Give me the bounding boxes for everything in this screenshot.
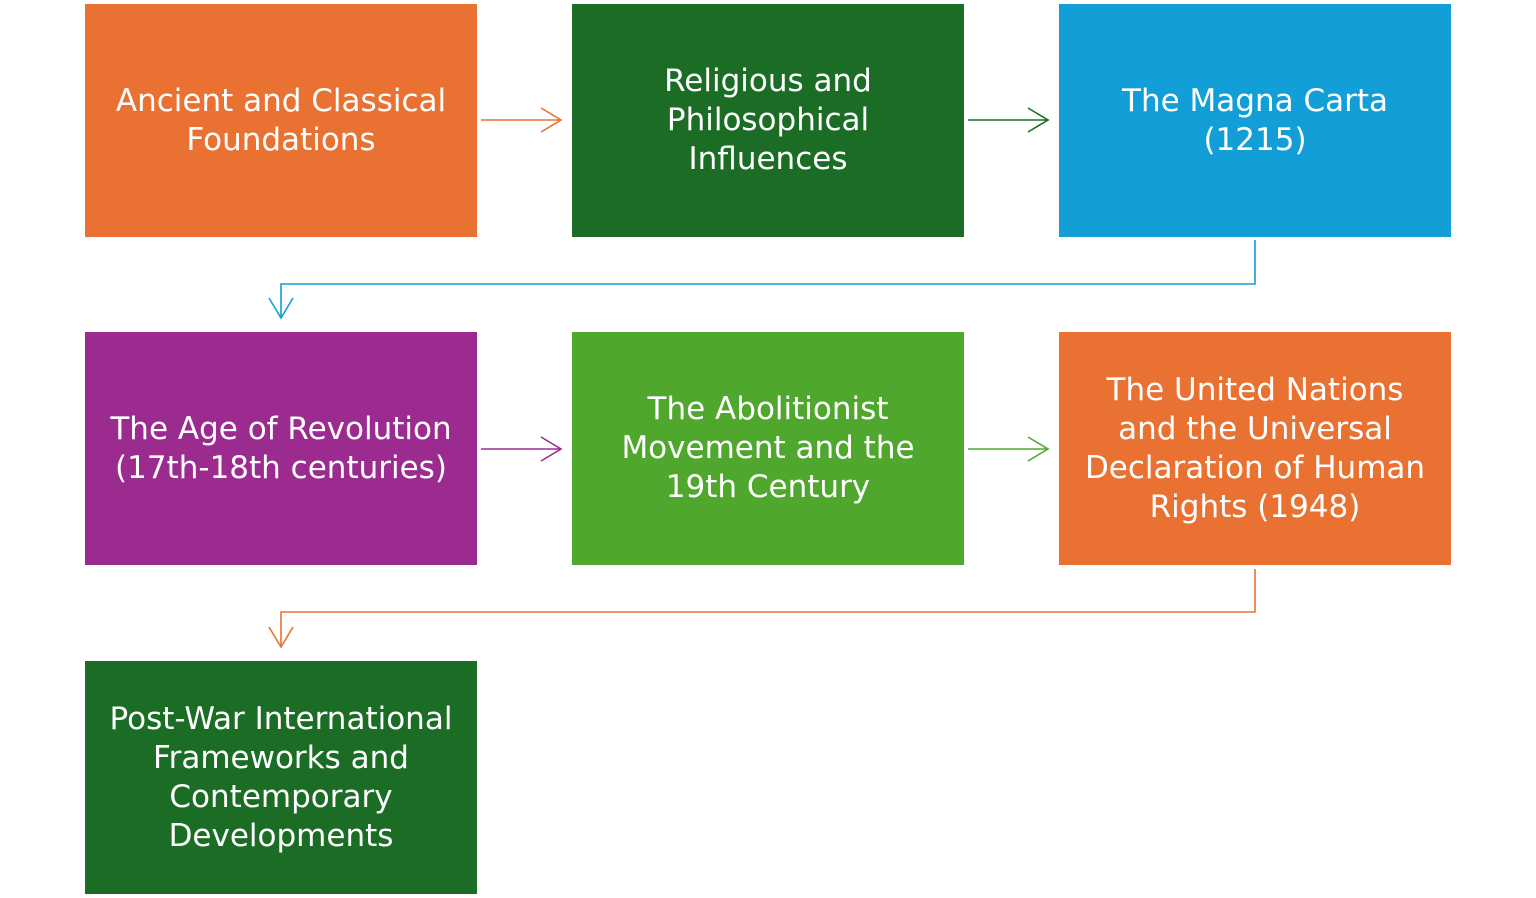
step-box-religious-philosophical-influences: Religious and Philosophical Influences — [572, 4, 964, 237]
step-label: Ancient and Classical Foundations — [115, 82, 447, 158]
step-label: Religious and Philosophical Influences — [664, 63, 872, 177]
step-label: The Abolitionist Movement and the 19th C… — [621, 391, 915, 505]
arrow-step3-to-step4 — [268, 240, 1256, 320]
step-box-age-of-revolution: The Age of Revolution (17th-18th centuri… — [85, 332, 477, 565]
arrow-step6-to-step7 — [268, 569, 1256, 649]
step-box-post-war-frameworks: Post-War International Frameworks and Co… — [85, 661, 477, 894]
arrow-step1-to-step2 — [481, 107, 563, 133]
step-box-abolitionist-movement: The Abolitionist Movement and the 19th C… — [572, 332, 964, 565]
step-label: The Magna Carta (1215) — [1122, 82, 1388, 158]
step-box-united-nations-udhr: The United Nations and the Universal Dec… — [1059, 332, 1451, 565]
arrow-step2-to-step3 — [968, 107, 1050, 133]
step-label: The United Nations and the Universal Dec… — [1084, 371, 1426, 525]
arrow-step5-to-step6 — [968, 436, 1050, 462]
arrow-step4-to-step5 — [481, 436, 563, 462]
step-label: The Age of Revolution (17th-18th centuri… — [110, 410, 452, 486]
step-label: Post-War International Frameworks and Co… — [109, 700, 453, 854]
step-box-magna-carta: The Magna Carta (1215) — [1059, 4, 1451, 237]
step-box-ancient-classical-foundations: Ancient and Classical Foundations — [85, 4, 477, 237]
